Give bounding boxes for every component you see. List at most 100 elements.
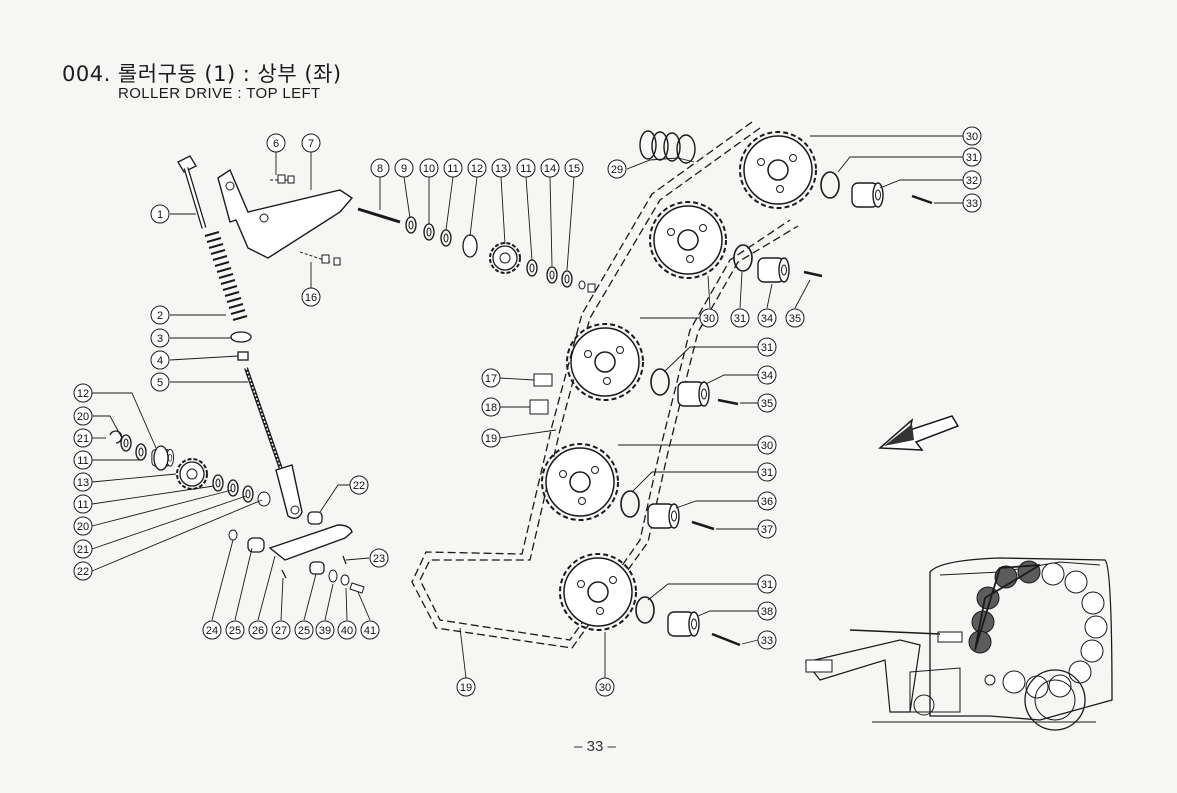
page-number: – 33 – (574, 738, 616, 755)
idler-shaft (357, 207, 401, 224)
callout-c11d: 11 (73, 494, 93, 514)
page-title: 004. 롤러구동 (1) : 상부 (좌) (62, 62, 342, 86)
callout-c19a: 19 (481, 428, 501, 448)
callout-c31b: 31 (730, 308, 750, 328)
svg-text:3: 3 (157, 333, 163, 345)
svg-text:25: 25 (229, 625, 241, 637)
svg-text:10: 10 (423, 163, 435, 175)
callout-c20a: 20 (73, 406, 93, 426)
svg-text:36: 36 (761, 496, 773, 508)
arrow-down-left-icon (878, 415, 960, 451)
callout-c41: 41 (360, 620, 380, 640)
callout-c26: 26 (248, 620, 268, 640)
svg-text:23: 23 (373, 553, 385, 565)
svg-text:7: 7 (308, 138, 314, 150)
svg-text:39: 39 (319, 625, 331, 637)
svg-text:31: 31 (761, 342, 773, 354)
idler-sprocket-left (176, 458, 208, 490)
svg-text:38: 38 (761, 606, 773, 618)
svg-text:19: 19 (460, 682, 472, 694)
svg-text:33: 33 (966, 198, 978, 210)
callout-c30a: 30 (962, 126, 982, 146)
callout-c22a: 22 (73, 561, 93, 581)
svg-text:15: 15 (568, 163, 580, 175)
svg-text:12: 12 (77, 388, 89, 400)
svg-text:5: 5 (157, 377, 163, 389)
callout-c13b: 13 (73, 472, 93, 492)
callout-c34b: 34 (757, 365, 777, 385)
svg-text:30: 30 (966, 131, 978, 143)
svg-text:4: 4 (157, 355, 163, 367)
svg-text:1: 1 (157, 209, 163, 221)
svg-text:21: 21 (77, 544, 89, 556)
svg-text:35: 35 (789, 313, 801, 325)
page-subtitle: ROLLER DRIVE : TOP LEFT (118, 85, 321, 102)
svg-text:6: 6 (273, 138, 279, 150)
svg-text:30: 30 (599, 682, 611, 694)
svg-text:27: 27 (275, 625, 287, 637)
svg-text:13: 13 (77, 477, 89, 489)
lever-arm (268, 524, 353, 561)
callout-c34a: 34 (757, 308, 777, 328)
callout-c17: 17 (481, 368, 501, 388)
callout-c7: 7 (301, 133, 321, 153)
callout-c11c: 11 (73, 450, 93, 470)
svg-text:11: 11 (77, 455, 88, 467)
svg-text:8: 8 (377, 163, 383, 175)
callout-c31e: 31 (757, 574, 777, 594)
svg-text:11: 11 (447, 163, 458, 175)
spring-washer (230, 331, 252, 343)
callout-c12a: 12 (467, 158, 487, 178)
callout-c33b: 33 (757, 630, 777, 650)
callout-c18: 18 (481, 397, 501, 417)
bracket-assembly (217, 168, 596, 293)
svg-text:30: 30 (703, 313, 715, 325)
callout-c5: 5 (150, 372, 170, 392)
tensioner-assembly (109, 155, 365, 594)
mounting-bracket (217, 168, 354, 259)
callout-c40: 40 (337, 620, 357, 640)
chain-offset-link (529, 399, 549, 415)
svg-text:40: 40 (341, 625, 353, 637)
callout-c30c: 30 (757, 435, 777, 455)
svg-text:31: 31 (761, 579, 773, 591)
svg-text:2: 2 (157, 310, 163, 322)
roller-sprocket-1 (739, 131, 817, 209)
svg-text:9: 9 (401, 163, 407, 175)
svg-text:31: 31 (734, 313, 746, 325)
callout-c31a: 31 (962, 147, 982, 167)
svg-text:22: 22 (353, 480, 365, 492)
svg-text:30: 30 (761, 440, 773, 452)
chain-connecting-link (533, 373, 553, 387)
callout-c11b: 11 (516, 158, 536, 178)
callout-markers: 1 2 3 4 5 6 7 8 9 10 11 12 13 11 14 15 1… (73, 126, 982, 697)
svg-text:41: 41 (364, 625, 376, 637)
callout-c31c: 31 (757, 337, 777, 357)
callout-c13a: 13 (491, 158, 511, 178)
callout-c24: 24 (202, 620, 222, 640)
callout-c8: 8 (370, 158, 390, 178)
callout-c20b: 20 (73, 516, 93, 536)
callout-c1: 1 (150, 204, 170, 224)
svg-text:33: 33 (761, 635, 773, 647)
callout-c37: 37 (757, 519, 777, 539)
callout-c25b: 25 (294, 620, 314, 640)
callout-c3: 3 (150, 328, 170, 348)
svg-text:35: 35 (761, 398, 773, 410)
callout-c16: 16 (301, 287, 321, 307)
roller-sprocket-4 (541, 443, 619, 521)
callout-c39: 39 (315, 620, 335, 640)
svg-text:31: 31 (761, 467, 773, 479)
svg-text:26: 26 (252, 625, 264, 637)
callout-c19b: 19 (456, 677, 476, 697)
tensioner-arm (275, 464, 303, 519)
svg-text:34: 34 (761, 313, 773, 325)
svg-text:13: 13 (495, 163, 507, 175)
callout-c9: 9 (394, 158, 414, 178)
callout-c14: 14 (540, 158, 560, 178)
svg-text:19: 19 (485, 433, 497, 445)
callout-c23: 23 (369, 548, 389, 568)
callout-c25a: 25 (225, 620, 245, 640)
